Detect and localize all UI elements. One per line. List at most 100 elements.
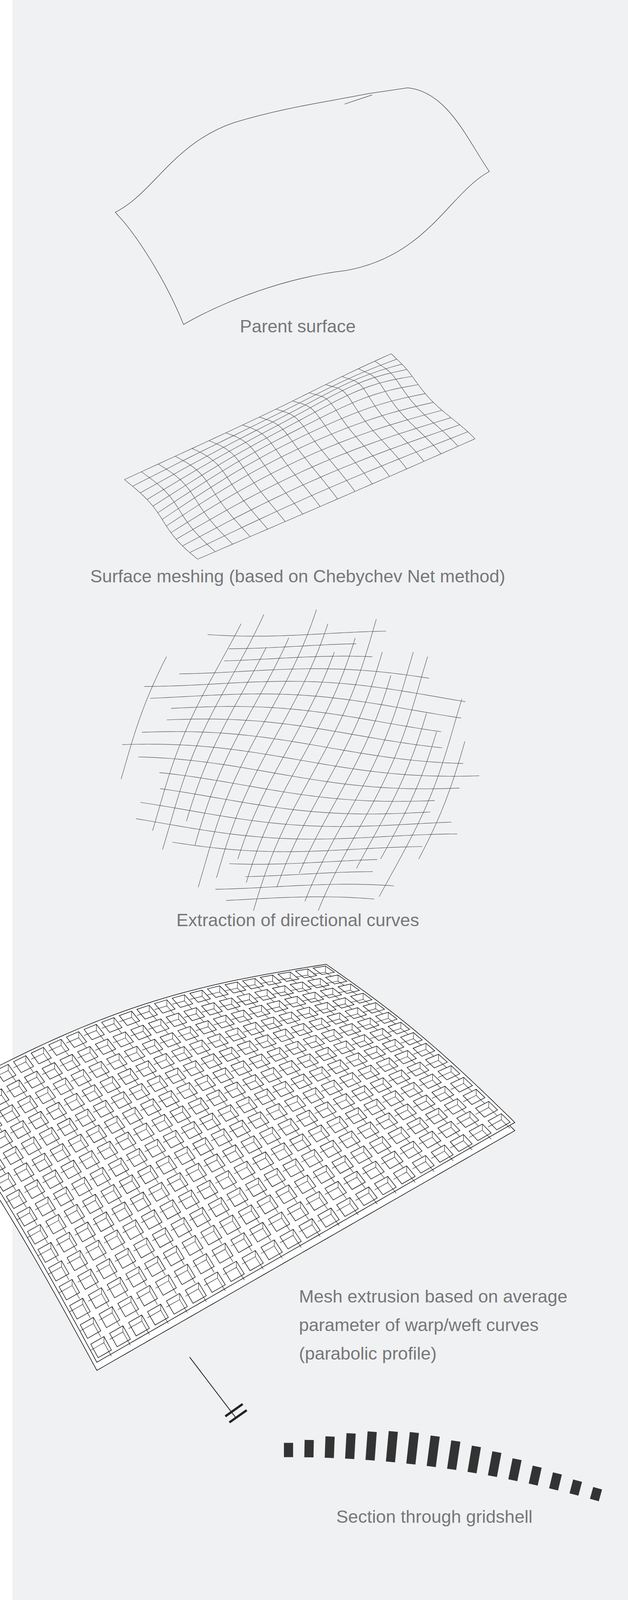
opening-depth bbox=[289, 971, 291, 978]
opening-depth bbox=[193, 1259, 215, 1272]
grid-opening bbox=[58, 1278, 80, 1300]
opening-depth bbox=[86, 1130, 107, 1142]
grid-opening bbox=[35, 1196, 56, 1216]
opening-depth bbox=[309, 1006, 310, 1013]
opening-depth bbox=[128, 1320, 150, 1335]
opening-depth bbox=[186, 1145, 188, 1152]
weft-curve bbox=[150, 693, 461, 718]
weft-curve bbox=[245, 871, 373, 877]
opening-depth bbox=[307, 1174, 308, 1181]
opening-depth bbox=[463, 1077, 464, 1083]
section-member bbox=[283, 1442, 294, 1457]
opening-depth bbox=[179, 1292, 180, 1299]
opening-depth bbox=[213, 1020, 235, 1030]
opening-depth bbox=[100, 1060, 102, 1067]
grid-opening bbox=[96, 1257, 117, 1279]
grid-opening bbox=[260, 1067, 282, 1082]
opening-depth bbox=[90, 1342, 112, 1356]
opening-depth bbox=[189, 995, 211, 1005]
grid-opening bbox=[339, 1071, 362, 1087]
opening-depth bbox=[135, 1066, 157, 1077]
mesh-line bbox=[175, 456, 250, 537]
opening-depth bbox=[195, 1026, 217, 1036]
grid-opening bbox=[46, 1101, 67, 1119]
grid-opening bbox=[326, 1115, 349, 1133]
grid-opening bbox=[133, 1122, 155, 1141]
opening-depth bbox=[303, 1022, 305, 1029]
grid-opening bbox=[165, 1067, 186, 1084]
opening-depth bbox=[116, 1115, 118, 1122]
opening-depth bbox=[208, 1202, 230, 1216]
opening-depth bbox=[327, 1001, 328, 1008]
grid-opening bbox=[104, 1229, 125, 1250]
opening-depth bbox=[0, 1110, 20, 1122]
weft-curve bbox=[207, 630, 387, 636]
opening-depth bbox=[308, 1130, 330, 1142]
grid-opening bbox=[31, 1046, 52, 1064]
opening-depth bbox=[369, 1034, 392, 1042]
opening-depth bbox=[209, 1179, 211, 1186]
opening-depth bbox=[394, 1056, 417, 1064]
opening-depth bbox=[35, 1202, 56, 1215]
grid-opening bbox=[215, 1170, 237, 1189]
grid-opening bbox=[393, 1165, 416, 1184]
grid-opening bbox=[136, 1284, 158, 1306]
grid-opening bbox=[333, 1093, 355, 1110]
opening-depth bbox=[223, 1128, 225, 1135]
opening-depth bbox=[183, 1216, 185, 1223]
section-member bbox=[467, 1444, 482, 1473]
opening-depth bbox=[88, 1293, 109, 1307]
opening-depth bbox=[148, 1187, 170, 1201]
opening-depth bbox=[407, 1122, 429, 1133]
surface-mesh bbox=[124, 353, 476, 560]
opening-depth bbox=[0, 1135, 13, 1148]
opening-depth bbox=[51, 1126, 52, 1133]
opening-depth bbox=[78, 1031, 79, 1038]
opening-depth bbox=[303, 1040, 325, 1050]
warp-curve bbox=[380, 731, 437, 859]
opening-depth bbox=[80, 1322, 101, 1337]
opening-depth bbox=[432, 1073, 433, 1080]
opening-depth bbox=[22, 1120, 24, 1127]
opening-depth bbox=[56, 1237, 78, 1251]
grid-opening bbox=[331, 1155, 354, 1173]
opening-depth bbox=[0, 1094, 10, 1106]
opening-depth bbox=[255, 1074, 256, 1081]
grid-opening bbox=[183, 1059, 204, 1076]
opening-depth bbox=[160, 1303, 161, 1310]
grid-opening bbox=[273, 1028, 295, 1042]
opening-depth bbox=[152, 1233, 174, 1246]
opening-depth bbox=[196, 1007, 197, 1014]
opening-depth bbox=[426, 1094, 427, 1101]
opening-depth bbox=[37, 1179, 38, 1186]
leader-line bbox=[189, 1356, 236, 1417]
opening-depth bbox=[223, 1266, 245, 1280]
grid-opening bbox=[125, 1265, 147, 1287]
grid-opening bbox=[272, 1080, 294, 1097]
opening-depth bbox=[198, 1282, 199, 1289]
grid-opening bbox=[206, 1089, 228, 1106]
opening-depth bbox=[98, 1312, 120, 1326]
opening-depth bbox=[219, 1003, 241, 1013]
opening-depth bbox=[419, 1117, 421, 1123]
section-member bbox=[365, 1430, 377, 1460]
section-marker bbox=[189, 1356, 247, 1422]
opening-depth bbox=[317, 1213, 340, 1226]
opening-depth bbox=[249, 1227, 271, 1241]
opening-depth bbox=[69, 1117, 71, 1124]
grid-opening bbox=[431, 1144, 453, 1162]
grid-opening bbox=[314, 1101, 337, 1118]
opening-depth bbox=[130, 1030, 152, 1041]
opening-depth bbox=[369, 1141, 392, 1153]
grid-opening bbox=[53, 1077, 74, 1095]
opening-depth bbox=[127, 1247, 129, 1254]
opening-depth bbox=[407, 1103, 408, 1110]
opening-depth bbox=[106, 1059, 128, 1070]
grid-opening bbox=[93, 1099, 114, 1117]
opening-depth bbox=[207, 1074, 208, 1081]
opening-depth bbox=[309, 1072, 331, 1082]
grid-opening bbox=[207, 985, 229, 998]
weft-curve bbox=[229, 859, 377, 864]
opening-depth bbox=[450, 1139, 472, 1150]
opening-depth bbox=[319, 1191, 320, 1198]
